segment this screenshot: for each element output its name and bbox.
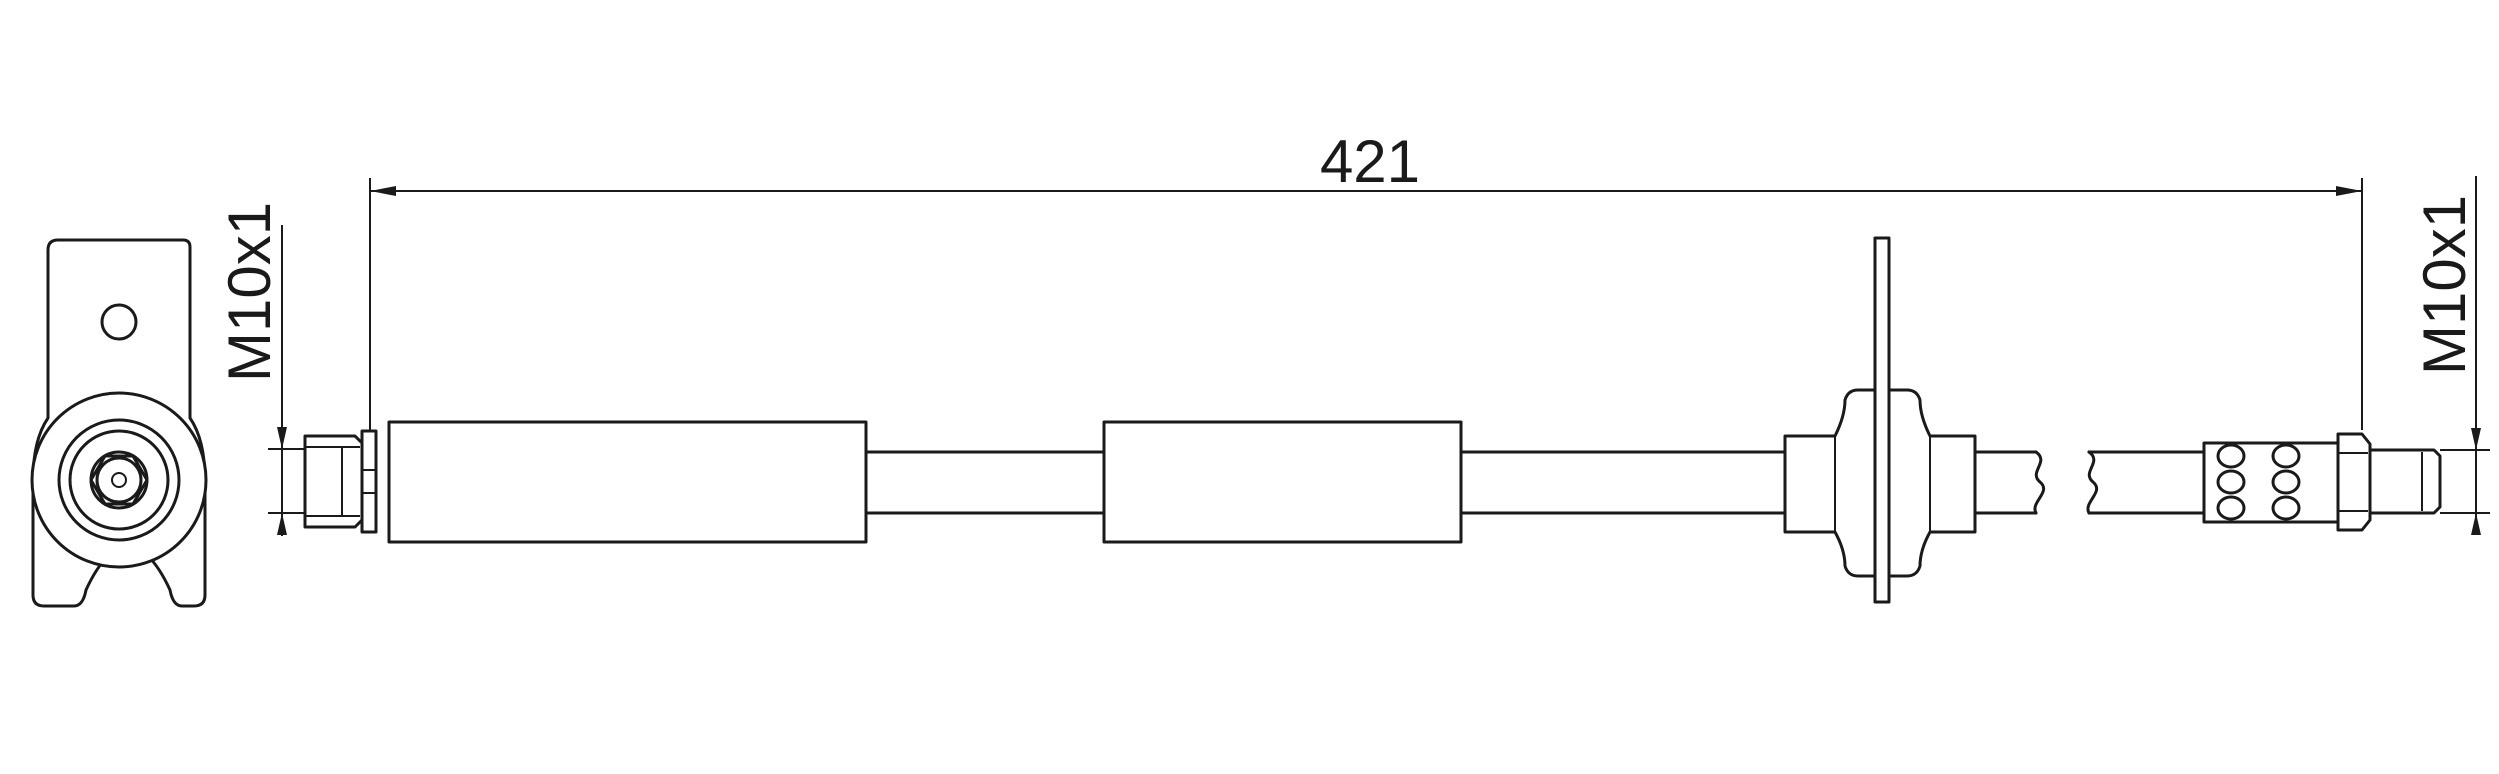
mounting-grommet: [1783, 236, 1977, 604]
hose-body: [864, 450, 2206, 515]
right-fitting: [2202, 432, 2442, 532]
end-view-fitting: [30, 238, 208, 608]
end-view-outer-ring: [30, 391, 208, 569]
left-thread-dimension: M10x1: [216, 202, 312, 536]
right-thread-label: M10x1: [2411, 195, 2478, 375]
overall-length-label: 421: [1320, 128, 1420, 195]
overall-length-dimension: 421: [369, 128, 2363, 430]
end-view-mount-hole: [100, 303, 138, 341]
protective-sleeve-2: [1102, 420, 1463, 544]
left-thread-label: M10x1: [216, 202, 283, 382]
left-fitting: [303, 429, 378, 534]
protective-sleeve-1: [387, 420, 868, 544]
bracket-plate: [1873, 236, 1891, 604]
break-symbol: [2033, 450, 2099, 515]
right-thread-dimension: M10x1: [2411, 176, 2490, 535]
